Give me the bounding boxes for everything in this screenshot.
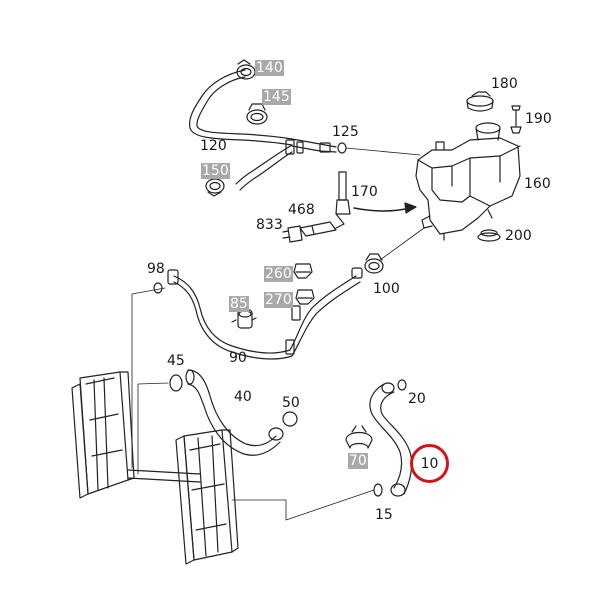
label-190: 190 (525, 111, 552, 127)
label-50: 50 (282, 395, 300, 411)
label-125: 125 (332, 124, 359, 140)
label-15: 15 (375, 507, 393, 523)
label-833: 833 (256, 217, 283, 233)
hose-120 (189, 69, 337, 191)
arrow-170-to-tank (353, 207, 411, 212)
label-20: 20 (408, 391, 426, 407)
valve-85 (231, 309, 257, 329)
label-40: 40 (234, 389, 252, 405)
label-90: 90 (229, 350, 247, 366)
bleed-line-90 (167, 267, 363, 360)
cap-180 (466, 91, 494, 112)
label-200: 200 (505, 228, 532, 244)
oring-50 (282, 411, 298, 427)
clamp-140 (236, 59, 256, 80)
label-45: 45 (167, 353, 185, 369)
label-270: 270 (264, 292, 293, 308)
label-140: 140 (255, 60, 284, 76)
label-10: 10 (420, 456, 439, 472)
clamp-150 (205, 178, 225, 197)
connector-468 (299, 221, 337, 237)
label-160: 160 (524, 176, 551, 192)
connector-833 (282, 225, 303, 243)
oring-125 (337, 142, 347, 154)
label-468: 468 (288, 202, 315, 218)
label-98: 98 (147, 261, 165, 277)
label-180: 180 (491, 76, 518, 92)
label-260: 260 (264, 266, 293, 282)
expansion-tank-160 (415, 122, 521, 241)
label-70: 70 (348, 453, 368, 469)
clamp-70 (345, 425, 373, 449)
oring-15 (373, 483, 383, 497)
oring-45 (169, 374, 183, 392)
label-170: 170 (351, 184, 378, 200)
hose-100 (364, 227, 425, 274)
label-100: 100 (373, 281, 400, 297)
radiator (71, 371, 239, 565)
label-120: 120 (200, 138, 227, 154)
clamp-145 (246, 103, 268, 125)
hose-10 (369, 382, 413, 497)
label-145: 145 (262, 89, 291, 105)
oring-98 (153, 282, 163, 294)
grommet-200 (477, 229, 501, 242)
oring-20 (397, 379, 407, 391)
label-85: 85 (229, 296, 249, 312)
hose-40 (185, 369, 284, 456)
screw-190 (510, 105, 522, 134)
clip-270 (295, 289, 315, 305)
clip-260 (293, 263, 313, 279)
sensor-170 (335, 171, 351, 229)
label-150: 150 (201, 163, 230, 179)
highlight-callout-10: 10 (410, 444, 449, 483)
